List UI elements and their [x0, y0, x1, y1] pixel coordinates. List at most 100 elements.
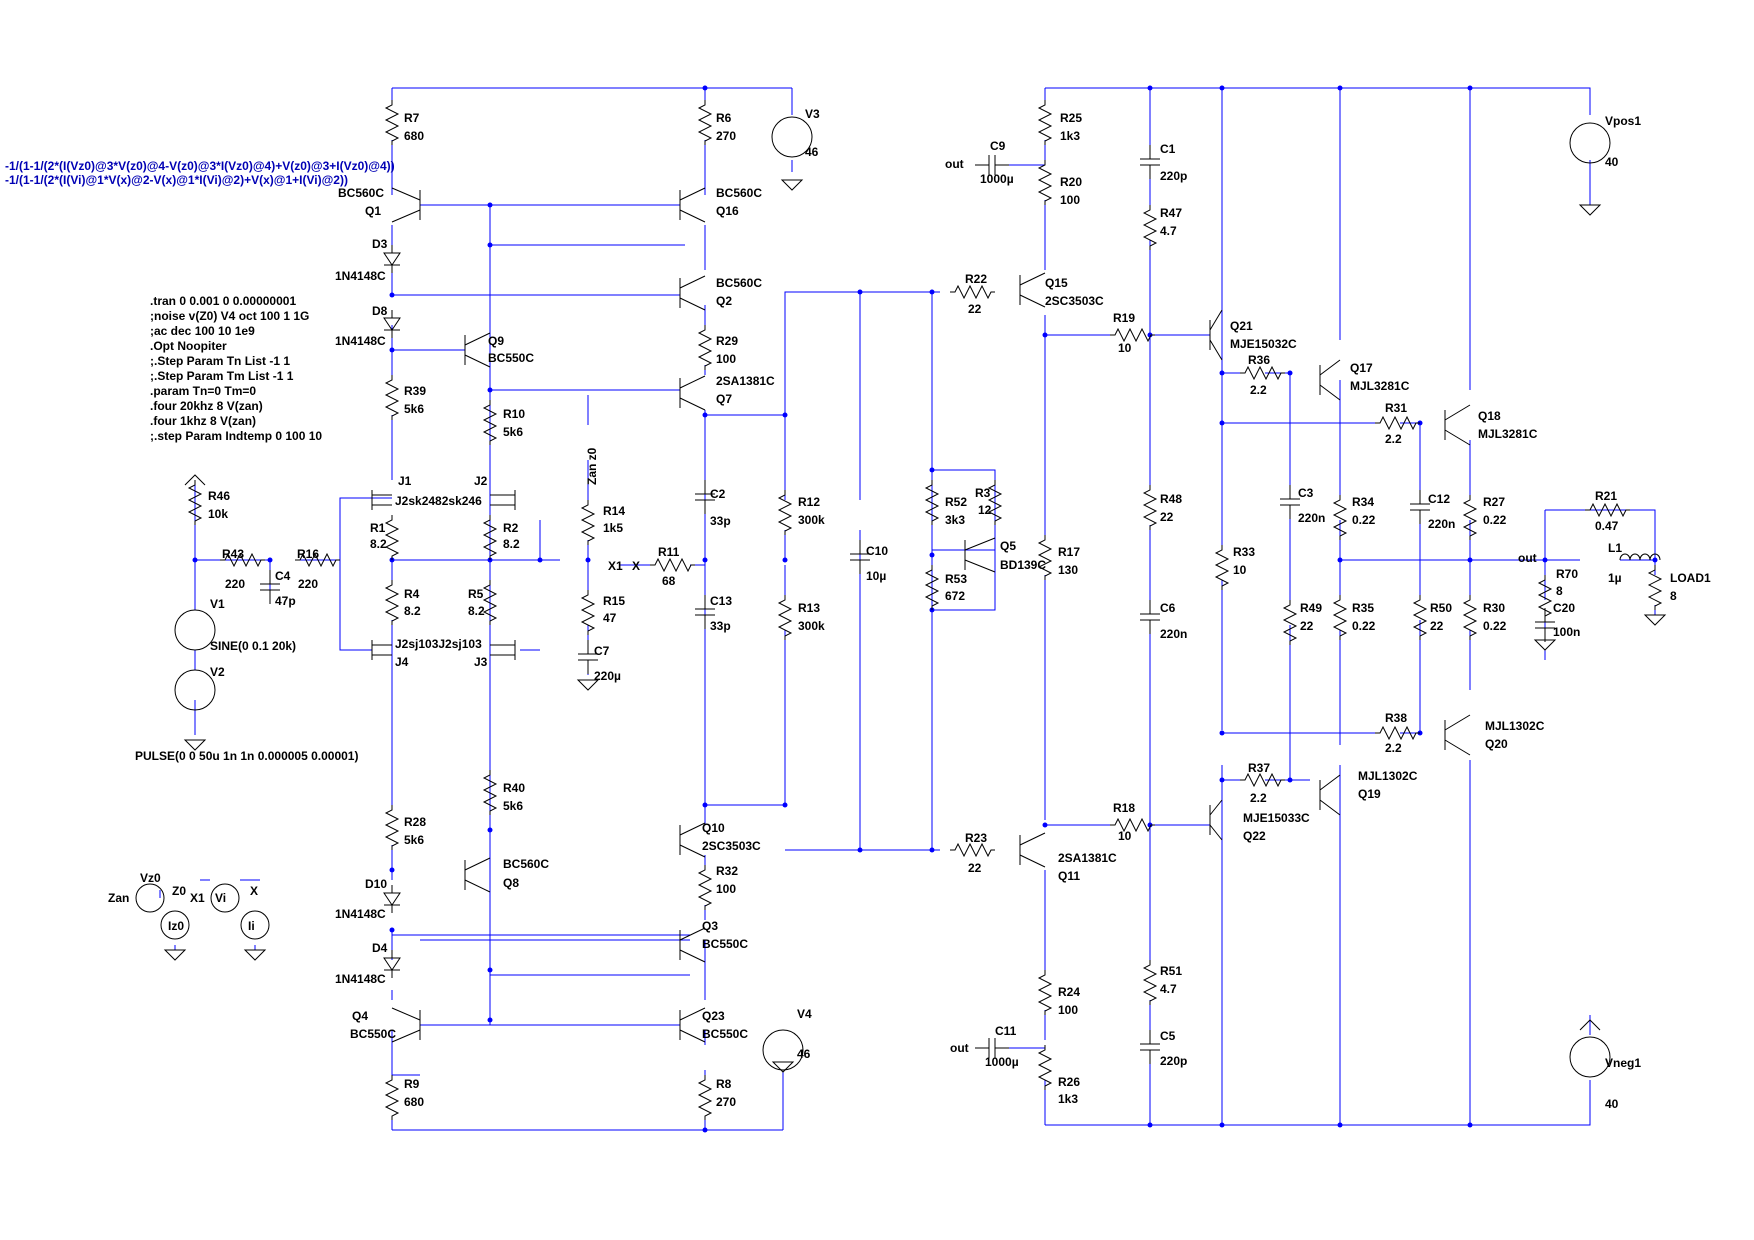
component-label: C2	[710, 487, 726, 501]
expression-2: -1/(1-1/(2*(I(Vi)@1*V(x)@2-V(x)@1*I(Vi)@…	[5, 173, 348, 187]
component-label: 270	[716, 129, 736, 143]
component-label: BC550C	[702, 937, 748, 951]
component-label: 8.2	[370, 537, 387, 551]
component-label: Zan z0	[585, 447, 599, 485]
component-label: C13	[710, 594, 732, 608]
ground-symbols	[164, 179, 1666, 1073]
component-label: 47	[603, 611, 617, 625]
component-label: 100	[716, 352, 736, 366]
component-label: R47	[1160, 206, 1182, 220]
component-label: J4	[395, 655, 409, 669]
component-label: 5k6	[503, 425, 523, 439]
component-label: 2.2	[1250, 791, 1267, 805]
component-label: R25	[1060, 111, 1082, 125]
component-label: R26	[1058, 1075, 1080, 1089]
component-label: D8	[372, 304, 388, 318]
component-label: Q19	[1358, 787, 1381, 801]
component-label: R11	[658, 545, 680, 559]
component-label: R4	[404, 587, 420, 601]
component-label: Q15	[1045, 276, 1068, 290]
component-label: Q1	[365, 204, 381, 218]
component-label: 220p	[1160, 1054, 1187, 1068]
component-label: Ii	[248, 919, 255, 933]
voltage-source-symbols	[135, 116, 1611, 1078]
component-label: R19	[1113, 311, 1135, 325]
component-label: Vpos1	[1605, 114, 1641, 128]
component-label: 8.2	[404, 604, 421, 618]
component-label: 10	[1118, 341, 1132, 355]
component-label: R9	[404, 1077, 420, 1091]
expressions: -1/(1-1/(2*(I(Vz0)@3*V(z0)@4-V(z0)@3*I(V…	[5, 159, 395, 187]
component-label: 2.2	[1385, 432, 1402, 446]
component-label: 220	[225, 577, 245, 591]
component-label: C10	[866, 544, 888, 558]
component-label: R48	[1160, 492, 1182, 506]
component-label: X1	[190, 891, 205, 905]
directive-5: ;.Step Param Tn List -1 1	[150, 354, 290, 368]
component-label: V1	[210, 597, 225, 611]
component-label: 46	[797, 1047, 811, 1061]
component-label: V3	[805, 107, 820, 121]
component-label: R51	[1160, 964, 1182, 978]
component-label: 10k	[208, 507, 228, 521]
component-label: 4.7	[1160, 224, 1177, 238]
expression-1: -1/(1-1/(2*(I(Vz0)@3*V(z0)@4-V(z0)@3*I(V…	[5, 159, 395, 173]
component-label: 0.22	[1483, 619, 1507, 633]
component-label: MJL3281C	[1350, 379, 1410, 393]
component-label: Q20	[1485, 737, 1508, 751]
component-label: J1	[398, 474, 412, 488]
component-label: 8	[1670, 589, 1677, 603]
component-label: 1µ	[1608, 571, 1622, 585]
component-label: 0.22	[1352, 619, 1376, 633]
component-label: SINE(0 0.1 20k)	[210, 639, 296, 653]
component-label: BC550C	[702, 1027, 748, 1041]
component-label: 8.2	[503, 537, 520, 551]
component-label: 22	[968, 861, 982, 875]
component-label: 270	[716, 1095, 736, 1109]
component-label: X1	[608, 559, 623, 573]
component-label: Z0	[172, 884, 186, 898]
component-label: R14	[603, 504, 625, 518]
component-label: R15	[603, 594, 625, 608]
component-label: R20	[1060, 175, 1082, 189]
component-label: 5k6	[404, 833, 424, 847]
component-label: 300k	[798, 619, 825, 633]
component-label: 5k6	[503, 799, 523, 813]
component-label: R22	[965, 272, 987, 286]
transistor-symbols	[371, 187, 1661, 1043]
component-label: 1N4148C	[335, 972, 386, 986]
component-label: Iz0	[168, 919, 184, 933]
directive-2: ;noise v(Z0) V4 oct 100 1 1G	[150, 309, 309, 323]
directive-9: .four 1khz 8 V(zan)	[150, 414, 256, 428]
junctions	[192, 85, 1658, 1133]
component-label: J2	[474, 474, 488, 488]
component-label: 100	[1058, 1003, 1078, 1017]
component-label: V4	[797, 1007, 812, 1021]
component-label: 1k3	[1060, 129, 1080, 143]
component-label: R38	[1385, 711, 1407, 725]
component-label: R70	[1556, 567, 1578, 581]
component-label: R29	[716, 334, 738, 348]
component-label: C12	[1428, 492, 1450, 506]
component-label: D4	[372, 941, 388, 955]
component-label: 0.22	[1483, 513, 1507, 527]
component-label: D3	[372, 237, 388, 251]
component-label: Q8	[503, 876, 519, 890]
component-label: Q18	[1478, 409, 1501, 423]
component-label: L1	[1608, 541, 1622, 555]
component-label: R37	[1248, 761, 1270, 775]
component-label: Q2	[716, 294, 732, 308]
component-label: R36	[1248, 353, 1270, 367]
component-label: R53	[945, 572, 967, 586]
component-label: 8.2	[468, 604, 485, 618]
component-label: 680	[404, 129, 424, 143]
component-label: R39	[404, 384, 426, 398]
component-label: V2	[210, 665, 225, 679]
spice-directives: .tran 0 0.001 0 0.00000001 ;noise v(Z0) …	[150, 294, 322, 443]
component-label: 2.2	[1385, 741, 1402, 755]
directive-10: ;.step Param Indtemp 0 100 10	[150, 429, 322, 443]
component-label: 33p	[710, 514, 731, 528]
component-label: 1k3	[1058, 1092, 1078, 1106]
